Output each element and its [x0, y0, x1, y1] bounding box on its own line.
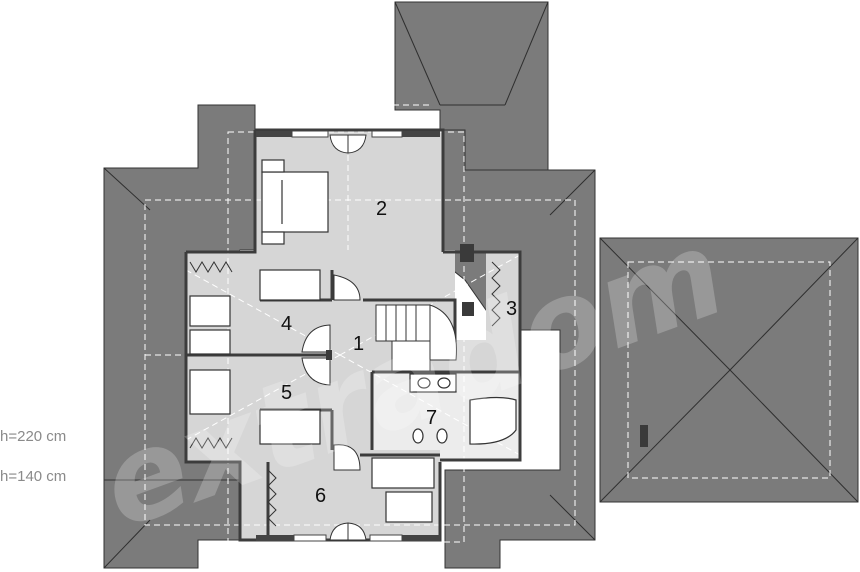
chimneys — [326, 244, 474, 360]
wardrobes — [189, 261, 501, 527]
room-label-5: 5 — [281, 382, 292, 404]
room-label-7: 7 — [426, 407, 437, 429]
furniture — [189, 159, 517, 523]
staircase — [375, 304, 457, 372]
desk-room-6 — [371, 457, 435, 489]
garage-vent — [640, 425, 648, 447]
doors — [301, 134, 367, 541]
bed-room-2 — [261, 171, 329, 233]
garage-outline — [627, 261, 831, 479]
windows — [256, 131, 440, 541]
window-glazing — [291, 130, 403, 542]
floor-room-3 — [486, 252, 520, 342]
legend-height-low: h=140 cm — [0, 468, 67, 485]
room-label-4: 4 — [281, 313, 292, 335]
bed-room-5 — [259, 409, 321, 445]
roof-hips — [103, 1, 859, 569]
legend-height-high: h=220 cm — [0, 428, 67, 445]
room-label-3: 3 — [506, 298, 517, 320]
room-label-6: 6 — [315, 485, 326, 507]
room-label-2: 2 — [376, 198, 387, 220]
east-wing-roof — [439, 129, 596, 569]
bed-room-4 — [259, 269, 321, 301]
corner-bath — [469, 396, 517, 445]
room-label-1: 1 — [353, 333, 364, 355]
